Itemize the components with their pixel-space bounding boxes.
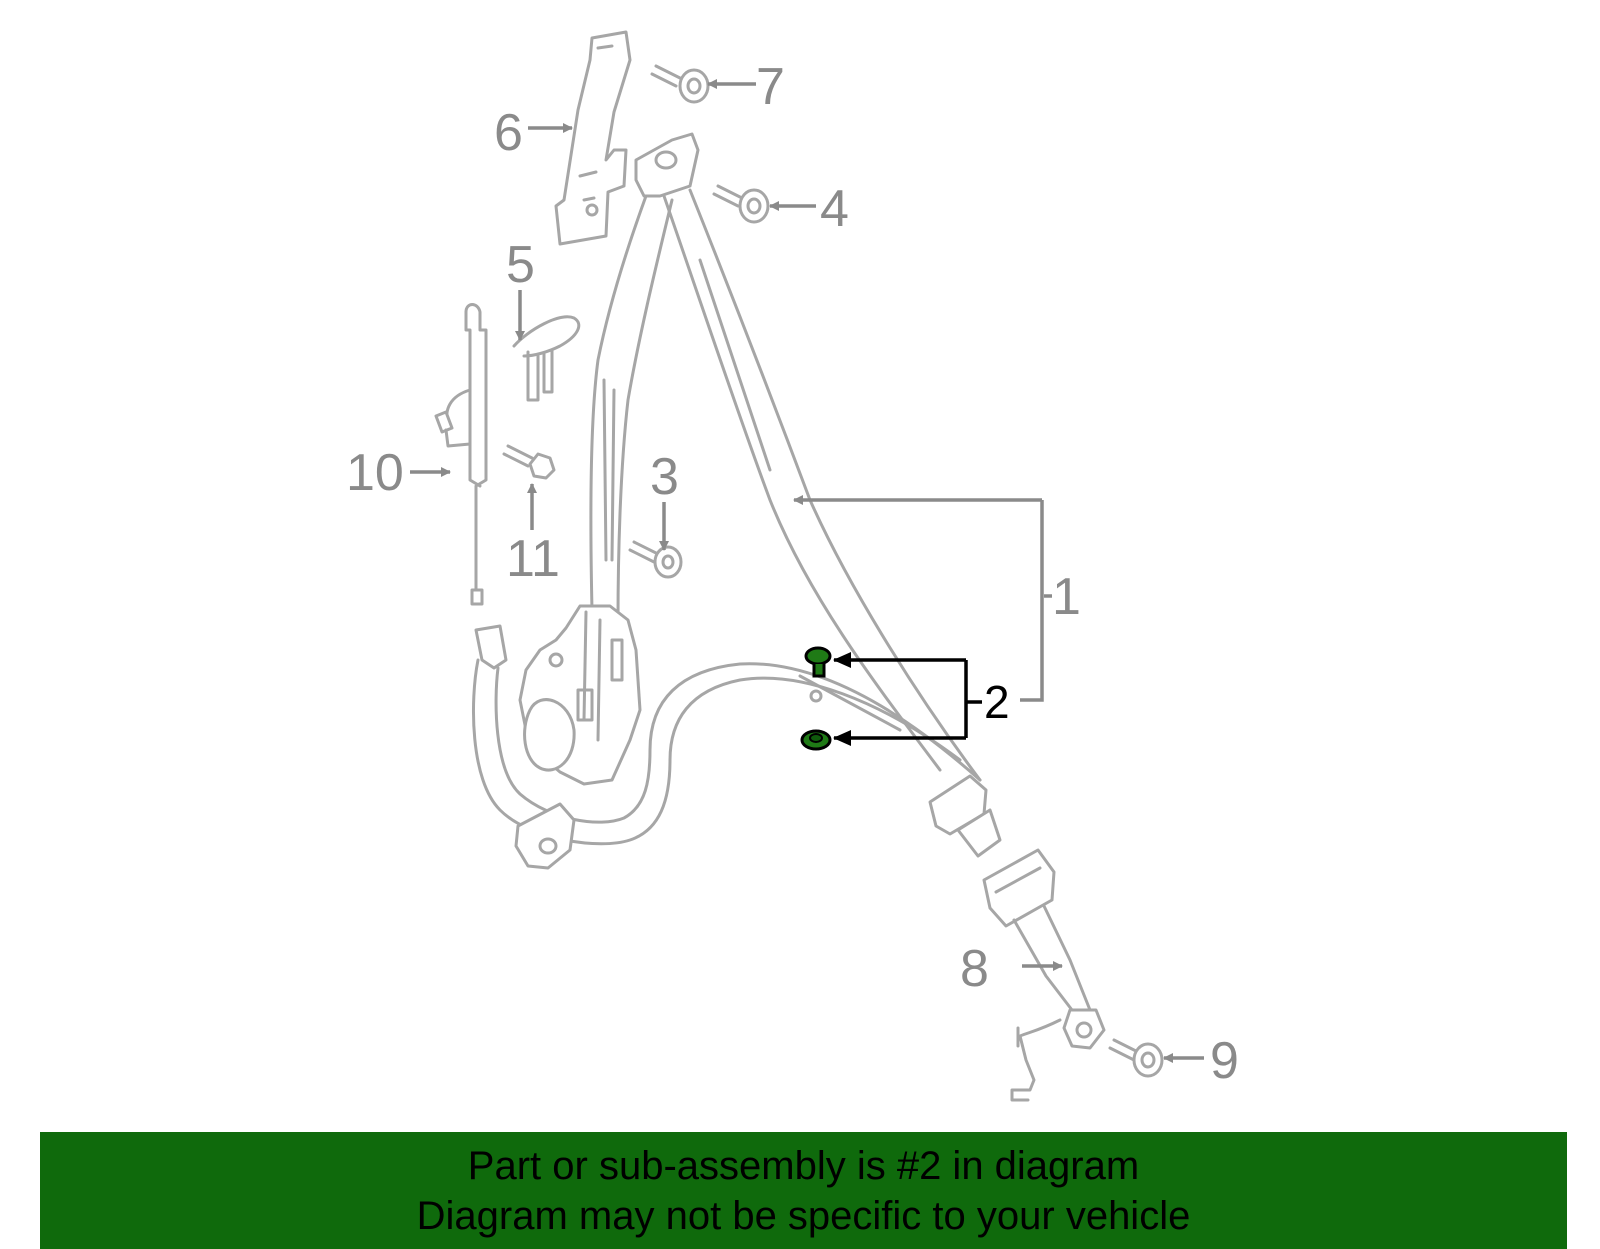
callout-1: 1 bbox=[1052, 568, 1081, 626]
callout-9: 9 bbox=[1210, 1032, 1239, 1090]
banner-line-part-info: Part or sub-assembly is #2 in diagram bbox=[467, 1143, 1140, 1188]
buckle-part-8 bbox=[982, 848, 1106, 1102]
bolt-part-11 bbox=[502, 444, 556, 480]
bolt-part-3 bbox=[628, 540, 683, 579]
highlighted-fasteners-part-2 bbox=[800, 646, 832, 751]
bolt-part-9 bbox=[1108, 1038, 1164, 1078]
banner-line-disclaimer: Diagram may not be specific to your vehi… bbox=[416, 1193, 1191, 1238]
pretensioner-part-10 bbox=[434, 303, 488, 606]
info-banner: Part or sub-assembly is #2 in diagram Di… bbox=[40, 1132, 1567, 1249]
callout-6: 6 bbox=[494, 104, 523, 162]
callout-3: 3 bbox=[650, 448, 679, 506]
callout-4: 4 bbox=[820, 180, 849, 238]
upper-guide-bracket-part-6 bbox=[554, 30, 632, 246]
callout-10: 10 bbox=[346, 444, 404, 502]
callout-8: 8 bbox=[960, 940, 989, 998]
clip-part-5 bbox=[512, 315, 581, 402]
callout-5: 5 bbox=[506, 236, 535, 294]
callout-7: 7 bbox=[756, 58, 785, 116]
callout-2: 2 bbox=[984, 676, 1010, 728]
leader-lines bbox=[410, 79, 1204, 1063]
bolt-part-4 bbox=[712, 184, 770, 224]
callout-11: 11 bbox=[506, 530, 560, 588]
seat-belt-assembly-part-1 bbox=[472, 132, 1002, 870]
bolt-part-7 bbox=[650, 64, 710, 104]
